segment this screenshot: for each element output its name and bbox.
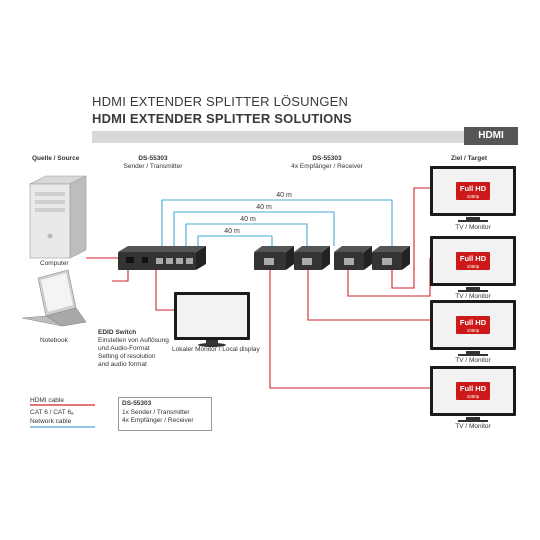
hdmi-cables	[86, 187, 431, 389]
target-column-label: Ziel / Target	[451, 155, 487, 162]
edid-line-3: Setting of resolution	[98, 353, 156, 360]
hdmi-tag: HDMI	[464, 127, 518, 145]
local-monitor-icon	[174, 292, 250, 347]
hdmi-cable-tv-4	[269, 270, 430, 389]
tv-badge-sub-1: 1080p	[467, 194, 480, 199]
tv-monitor-icon-3	[430, 300, 516, 356]
network-cables	[161, 199, 393, 248]
tv-monitor-icon-1	[430, 166, 516, 222]
tv-monitor-icon-2	[430, 236, 516, 292]
legend-hdmi-label: HDMI cable	[30, 397, 64, 404]
source-column-label: Quelle / Source	[32, 155, 80, 162]
receiver-role-label: 4x Empfänger / Receiver	[291, 163, 363, 170]
legend-network-label: Network cable	[30, 418, 72, 425]
network-cable-3	[185, 223, 308, 248]
package-model: DS-55303	[122, 400, 152, 407]
tv-label-2: TV / Monitor	[455, 293, 491, 300]
receiver-model-label: DS-55303	[312, 155, 342, 162]
receiver-device-icon-2	[294, 246, 330, 270]
hdmi-cable-tv-3	[307, 270, 430, 321]
transmitter-model-label: DS-55303	[138, 155, 168, 162]
computer-tower-icon	[29, 175, 87, 259]
tv-badge-2: Full HD	[460, 254, 487, 263]
notebook-icon	[21, 269, 87, 327]
tv-monitor-icon-4	[430, 366, 516, 422]
tv-label-4: TV / Monitor	[455, 423, 491, 430]
hdmi-cable-tv-1	[391, 187, 430, 289]
package-line-2: 4x Empfänger / Receiver	[122, 417, 194, 424]
package-line-1: 1x Sender / Transmitter	[122, 409, 190, 416]
distance-label-4: 40 m	[224, 228, 240, 235]
tv-badge-4: Full HD	[460, 384, 487, 393]
notebook-label: Notebook	[40, 337, 68, 344]
tv-badge-3: Full HD	[460, 318, 487, 327]
edid-line-2: und Audio-Format	[98, 345, 150, 352]
tv-label-3: TV / Monitor	[455, 357, 491, 364]
package-contents-box	[118, 397, 212, 431]
local-monitor-label: Lokaler Monitor / Local display	[172, 346, 260, 353]
distance-label-2: 40 m	[256, 204, 272, 211]
computer-label: Computer	[40, 260, 69, 267]
network-cable-1	[161, 199, 393, 248]
tv-badge-sub-4: 1080p	[467, 394, 480, 399]
tv-label-1: TV / Monitor	[455, 224, 491, 231]
receiver-device-icon-3	[334, 246, 372, 270]
hdmi-cable-notebook	[112, 270, 129, 282]
tv-badge-1: Full HD	[460, 184, 487, 193]
title-german: HDMI EXTENDER SPLITTER LÖSUNGEN	[92, 94, 349, 109]
receiver-device-icon-1	[254, 246, 294, 270]
title-english: HDMI EXTENDER SPLITTER SOLUTIONS	[92, 111, 352, 126]
transmitter-device-icon	[118, 246, 206, 270]
hdmi-cable-local-monitor	[155, 270, 174, 311]
header-band	[92, 131, 518, 143]
tv-badge-sub-2: 1080p	[467, 264, 480, 269]
edid-line-1: Einstellen von Auflösung	[98, 337, 169, 344]
network-cable-4	[197, 235, 273, 248]
legend-cat-label: CAT 6 / CAT 6ₐ	[30, 409, 74, 416]
receiver-device-icon-4	[372, 246, 410, 270]
edid-title: EDID Switch	[98, 329, 137, 336]
transmitter-role-label: Sender / Transmitter	[123, 163, 183, 170]
distance-label-1: 40 m	[276, 192, 292, 199]
edid-line-4: and audio format	[98, 361, 147, 368]
network-cable-2	[173, 211, 335, 248]
distance-label-3: 40 m	[240, 216, 256, 223]
tv-badge-sub-3: 1080p	[467, 328, 480, 333]
